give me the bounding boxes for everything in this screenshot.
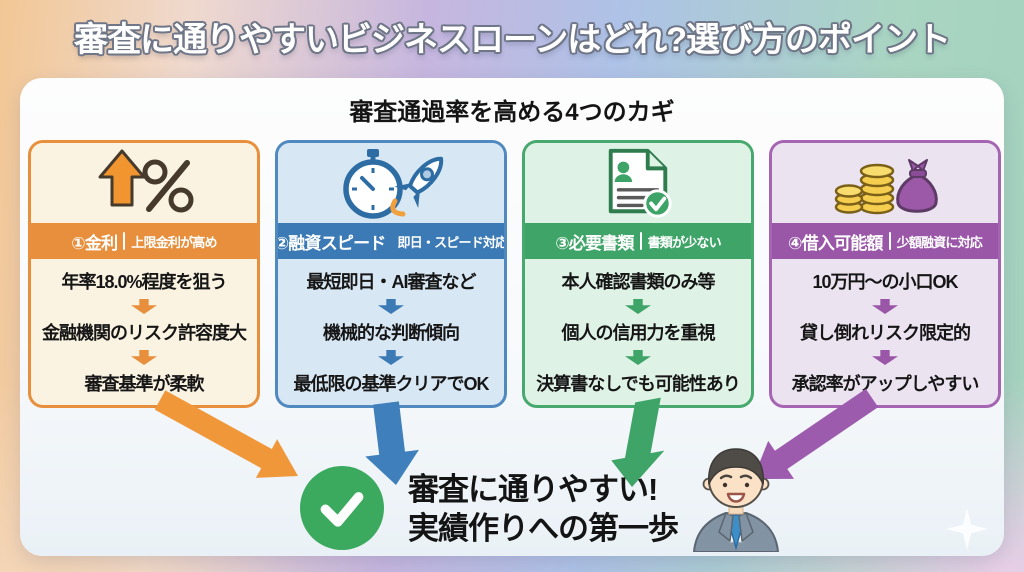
conclusion-text: 審査に通りやすい! 実績作りへの第一歩 — [408, 470, 679, 548]
column-point: 承認率がアップしやすい — [791, 374, 980, 394]
column-point: 本人確認書類のみ等 — [561, 272, 716, 292]
column-point: 審査基準が柔軟 — [84, 374, 205, 394]
column-header-main: ③必要書類 — [555, 233, 634, 253]
down-arrow-icon — [131, 299, 157, 314]
column-point: 金融機関のリスク許容度大 — [42, 323, 247, 343]
column-header-main: ①金利 — [71, 233, 118, 253]
column-header-funding-speed: ②融資スピード 即日・スピード対応 — [278, 223, 504, 259]
column-required-documents: ③必要書類 書類が少ない 本人確認書類のみ等 個人の信用力を重視 決算書なしでも… — [522, 140, 754, 408]
column-body: 年率18.0%程度を狙う 金融機関のリスク許容度大 審査基準が柔軟 — [31, 259, 257, 405]
column-point: 最短即日・AI審査など — [306, 272, 477, 292]
conclusion-line1: 審査に通りやすい! — [408, 472, 658, 507]
column-body: 10万円〜の小口OK 貸し倒れリスク限定的 承認率がアップしやすい — [772, 259, 998, 405]
down-arrow-icon — [872, 350, 898, 365]
card-title: 審査通過率を高める4つのカギ — [349, 99, 675, 126]
document-check-icon — [525, 143, 751, 223]
column-header-sub: 即日・スピード対応 — [397, 234, 507, 250]
header-divider — [888, 232, 891, 250]
businessman-illustration — [693, 448, 779, 552]
sparkle-decoration — [946, 508, 988, 550]
down-arrow-icon — [625, 299, 651, 314]
column-point: 年率18.0%程度を狙う — [61, 272, 227, 292]
header-divider — [123, 232, 126, 250]
column-header-required-documents: ③必要書類 書類が少ない — [525, 223, 751, 259]
column-body: 本人確認書類のみ等 個人の信用力を重視 決算書なしでも可能性あり — [525, 259, 751, 405]
column-point: 機械的な判断傾向 — [323, 323, 460, 343]
column-point: 個人の信用力を重視 — [561, 323, 716, 343]
down-arrow-icon — [378, 299, 404, 314]
banner-title: 審査に通りやすいビジネスローンはどれ?選び方のポイント — [73, 21, 951, 59]
column-interest-rate: ①金利 上限金利が高め 年率18.0%程度を狙う 金融機関のリスク許容度大 審査… — [28, 140, 260, 408]
conclusion-line2: 実績作りへの第一歩 — [408, 511, 679, 546]
column-funding-speed: ②融資スピード 即日・スピード対応 最短即日・AI審査など 機械的な判断傾向 最… — [275, 140, 507, 408]
column-header-sub: 書類が少ない — [647, 234, 722, 250]
key-columns: ①金利 上限金利が高め 年率18.0%程度を狙う 金融機関のリスク許容度大 審査… — [28, 140, 1001, 408]
stopwatch-rocket-icon — [278, 143, 504, 223]
main-card: 審査通過率を高める4つのカギ ①金利 上限金利が高め 年率18.0%程度を狙う — [20, 78, 1004, 556]
header-divider — [639, 232, 642, 250]
column-header-sub: 上限金利が高め — [131, 234, 217, 250]
column-body: 最短即日・AI審査など 機械的な判断傾向 最低限の基準クリアでOK — [278, 259, 504, 405]
down-arrow-icon — [872, 299, 898, 314]
down-arrow-icon — [131, 350, 157, 365]
checkmark-icon — [320, 492, 364, 527]
column-point: 最低限の基準クリアでOK — [293, 374, 490, 394]
column-header-sub: 少額融資に対応 — [896, 234, 983, 250]
column-header-main: ④借入可能額 — [788, 233, 883, 253]
column-header-borrowable-amount: ④借入可能額 少額融資に対応 — [772, 223, 998, 259]
down-arrow-icon — [378, 350, 404, 365]
column-header-main: ②融資スピード — [275, 233, 386, 253]
column-header-interest-rate: ①金利 上限金利が高め — [31, 223, 257, 259]
column-borrowable-amount: ④借入可能額 少額融資に対応 10万円〜の小口OK 貸し倒れリスク限定的 承認率… — [769, 140, 1001, 408]
column-point: 10万円〜の小口OK — [812, 272, 958, 292]
rising-rate-percent-icon — [31, 143, 257, 223]
check-circle — [300, 466, 384, 550]
column-point: 決算書なしでも可能性あり — [536, 374, 740, 394]
column-point: 貸し倒れリスク限定的 — [800, 323, 971, 343]
coins-moneybag-icon — [772, 143, 998, 223]
down-arrow-icon — [625, 350, 651, 365]
